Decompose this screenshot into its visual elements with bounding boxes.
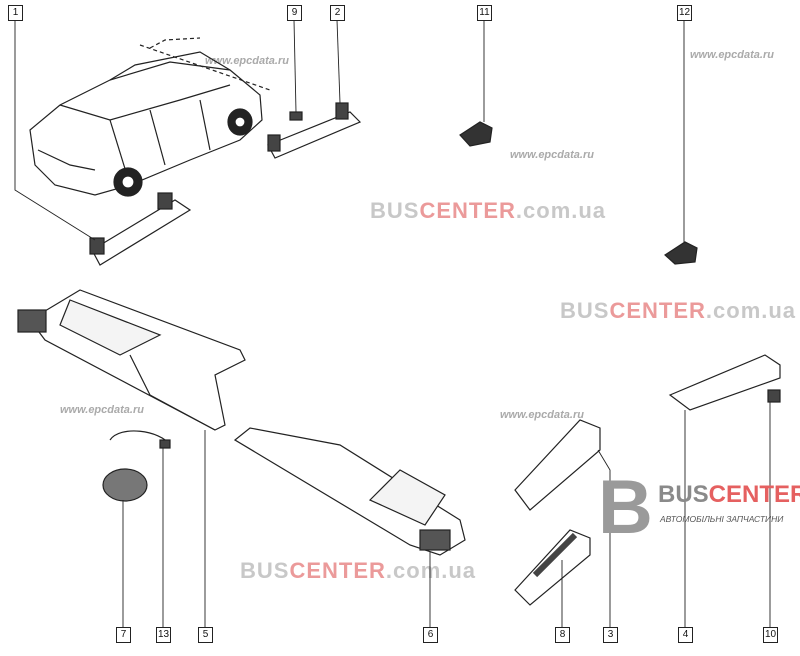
callout-5: 5: [198, 627, 213, 643]
grab-handle-part-3: [514, 419, 601, 511]
sun-visor-left-part-5: [17, 289, 246, 431]
car-illustration: [29, 37, 271, 197]
buscenter-logo: B BUSCENTER АВТОМОБІЛЬНІ ЗАПЧАСТИНИ: [598, 465, 800, 550]
leader-lines: [14, 19, 771, 627]
bracket-part-11: [459, 121, 493, 147]
callout-10: 10: [763, 627, 778, 643]
callout-8: 8: [555, 627, 570, 643]
logo-tagline: АВТОМОБІЛЬНІ ЗАПЧАСТИНИ: [660, 514, 784, 524]
sun-visor-right-part-6: [233, 427, 466, 556]
logo-letter: B: [598, 465, 653, 550]
bracket-part-12: [664, 241, 698, 265]
grab-handle-part-1: [89, 192, 192, 266]
clip-part-9: [289, 111, 303, 121]
callout-9: 9: [287, 5, 302, 21]
cover-part-8: [514, 529, 591, 606]
callout-1: 1: [8, 5, 23, 21]
grab-handle-part-2: [267, 102, 362, 159]
callout-3: 3: [603, 627, 618, 643]
grab-handle-part-4: [668, 354, 781, 411]
callout-13: 13: [156, 627, 171, 643]
logo-name: BUSCENTER: [658, 482, 800, 508]
callout-4: 4: [678, 627, 693, 643]
callout-12: 12: [677, 5, 692, 21]
logo-name-gray: BUS: [658, 481, 709, 508]
callout-7: 7: [116, 627, 131, 643]
callout-11: 11: [477, 5, 492, 21]
logo-name-red: CENTER: [708, 481, 800, 508]
callout-6: 6: [423, 627, 438, 643]
lamp-part-7: [102, 468, 148, 502]
callout-2: 2: [330, 5, 345, 21]
clip-part-10: [767, 389, 781, 403]
